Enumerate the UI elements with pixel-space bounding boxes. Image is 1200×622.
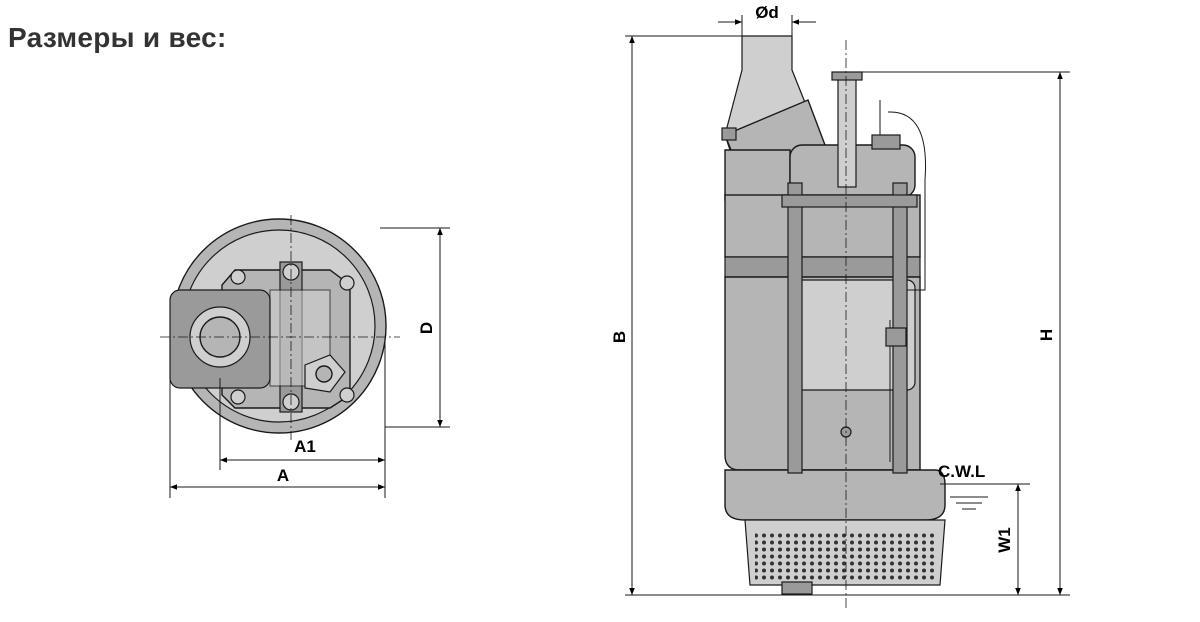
label-d: D [417, 322, 436, 334]
elbow-bolt [721, 127, 737, 141]
bolt-ring-1 [230, 269, 246, 285]
base-foot [781, 581, 813, 595]
label-a1: A1 [294, 437, 316, 456]
tie-rod-left [787, 182, 803, 474]
power-cable [879, 100, 927, 291]
lifting-handle-cap [831, 71, 863, 81]
upper-casing-left [724, 149, 791, 201]
top-view: D A1 A [160, 215, 450, 498]
bolt-ring-2 [339, 275, 355, 291]
bolt-ring-3 [230, 389, 246, 405]
lifting-handle [837, 74, 857, 188]
label-cwl: C.W.L [938, 462, 985, 481]
pump-lower-housing [724, 469, 946, 521]
cable-entry [871, 134, 901, 150]
side-view: Ød B H C.W.L W1 [610, 3, 1070, 608]
label-h: H [1037, 329, 1056, 341]
bolt-ring-4 [339, 387, 355, 403]
page-title: Размеры и вес: [8, 22, 227, 53]
float-switch [885, 327, 907, 347]
label-a: A [277, 466, 289, 485]
label-od: Ød [755, 3, 779, 22]
tie-rod-clamp-top [781, 194, 918, 208]
label-w1: W1 [995, 527, 1014, 553]
motor-ring [724, 256, 921, 278]
label-b: B [610, 331, 629, 343]
cable-gland-hole [315, 365, 333, 383]
